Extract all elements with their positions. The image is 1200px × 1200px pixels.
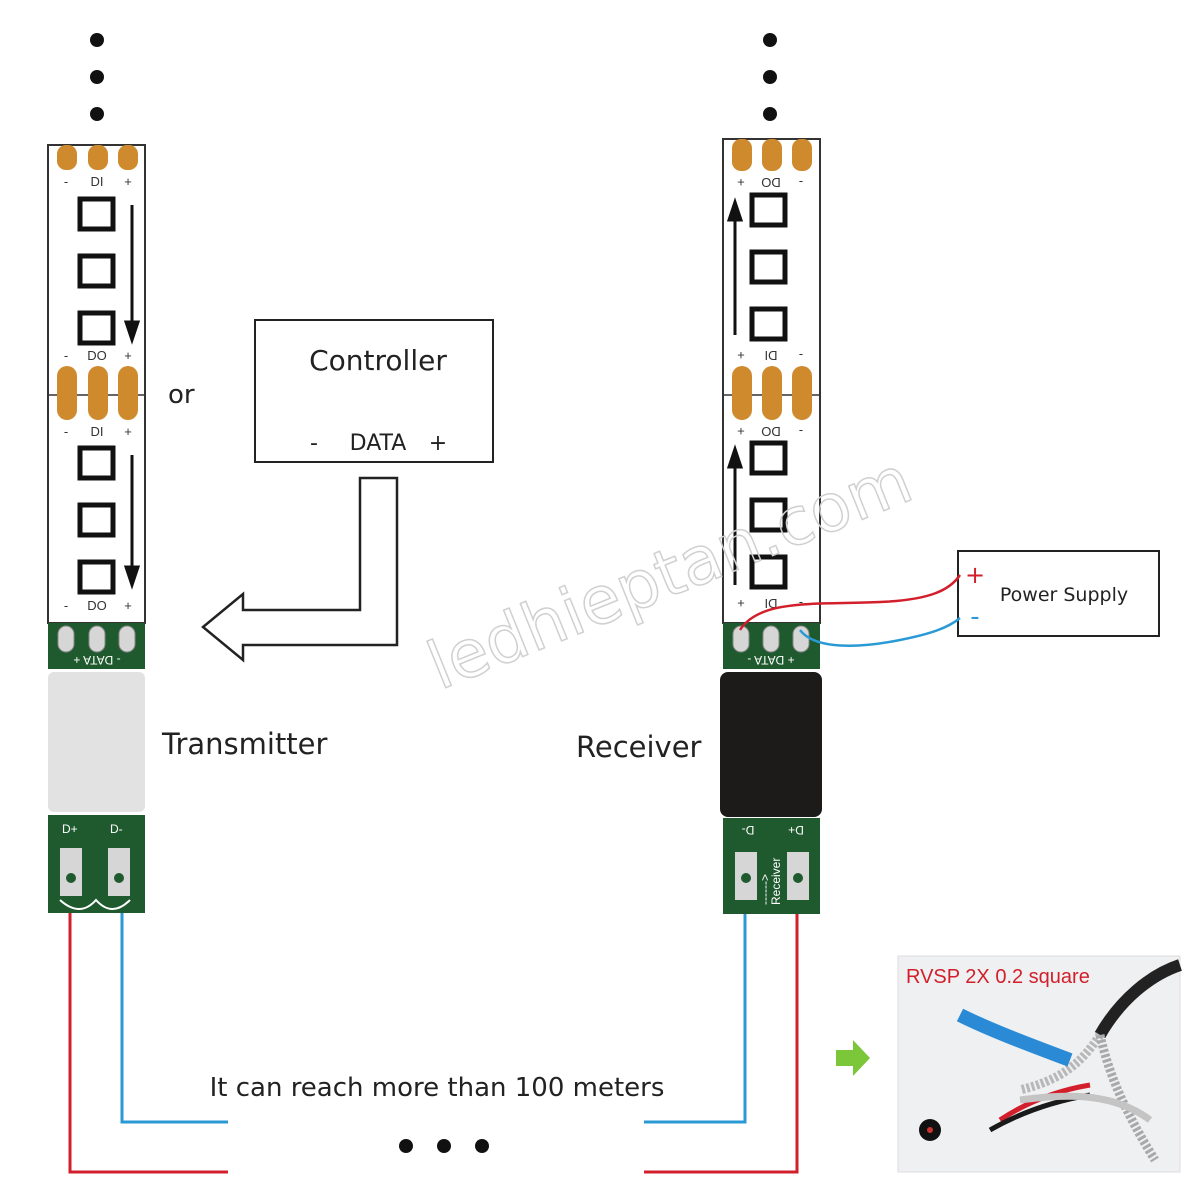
- pad-di: DI: [765, 596, 778, 611]
- cable-photo: RVSP 2X 0.2 square: [897, 955, 1183, 1173]
- power-plus: +: [965, 561, 985, 589]
- pad-di: DI: [765, 348, 778, 363]
- pad-do: DO: [761, 175, 781, 190]
- controller-plus: +: [429, 431, 447, 456]
- pad-di: DI: [91, 424, 104, 439]
- signal-wires-right: [644, 914, 799, 1174]
- pad-plus: +: [124, 598, 132, 613]
- signal-wires-left: [68, 913, 228, 1174]
- pcb-receiver-arrow: ------>: [758, 874, 772, 905]
- pcb-d-plus-label: D+: [62, 822, 78, 836]
- pcb-d-minus-label: D-: [742, 823, 755, 837]
- pad-minus: -: [799, 424, 803, 439]
- power-supply-box: Power Supply + -: [957, 550, 1160, 637]
- power-wire-blue: [799, 617, 961, 647]
- ellipsis-top-left: [90, 33, 104, 121]
- watermark: ledhieptan.com: [417, 441, 922, 705]
- controller-data: DATA: [350, 431, 407, 456]
- arrow-down-icon: [123, 205, 141, 590]
- pad-minus: -: [799, 348, 803, 363]
- pad-minus: -: [64, 424, 68, 439]
- controller-title: Controller: [309, 344, 447, 377]
- power-supply-title: Power Supply: [1000, 584, 1128, 606]
- or-label: or: [168, 380, 195, 410]
- copper-pads: [57, 145, 138, 420]
- pad-plus: +: [124, 174, 132, 189]
- ellipsis-bottom: [399, 1139, 489, 1153]
- pad-plus: +: [737, 348, 745, 363]
- distance-caption: It can reach more than 100 meters: [210, 1073, 665, 1103]
- pcb-data-label: + DATA -: [747, 653, 794, 667]
- led-strip-right: - DO + - DI + - DO + - DI +: [720, 138, 822, 914]
- pcb-d-plus-label: D+: [788, 823, 804, 837]
- controller-box: Controller - DATA +: [254, 319, 494, 463]
- pcb-data-label: - DATA +: [73, 653, 120, 667]
- receiver-label: Receiver: [576, 730, 702, 764]
- pad-minus: -: [64, 598, 68, 613]
- pcb-d-minus-label: D-: [110, 822, 123, 836]
- copper-pads: [732, 139, 812, 420]
- pad-minus: -: [64, 348, 68, 363]
- pad-minus: -: [64, 174, 68, 189]
- pad-plus: +: [737, 175, 745, 190]
- pad-plus: +: [124, 424, 132, 439]
- green-arrow-icon: [836, 1040, 870, 1076]
- pad-plus: +: [737, 596, 745, 611]
- pad-di: DI: [91, 174, 104, 189]
- power-wire-red: [738, 574, 962, 631]
- pad-plus: +: [737, 424, 745, 439]
- hollow-arrow-icon: [201, 476, 399, 663]
- pad-do: DO: [761, 424, 781, 439]
- receiver-body: [720, 672, 822, 817]
- cable-photo-caption: RVSP 2X 0.2 square: [906, 966, 1090, 988]
- pcb-receiver-label: Receiver: [769, 858, 783, 905]
- controller-minus: -: [310, 431, 318, 456]
- led-strip-left: - DI + - DO + - DI + - DO +: [47, 144, 146, 913]
- transmitter-body: [48, 672, 145, 812]
- arrow-up-icon: [726, 197, 744, 585]
- led-chips: [77, 196, 116, 595]
- transmitter-label: Transmitter: [161, 727, 328, 761]
- led-chips: [749, 192, 788, 590]
- power-minus: -: [970, 602, 979, 632]
- pad-do: DO: [87, 598, 107, 613]
- pad-plus: +: [124, 348, 132, 363]
- ellipsis-top-right: [763, 33, 777, 121]
- pad-minus: -: [799, 175, 803, 190]
- pad-do: DO: [87, 348, 107, 363]
